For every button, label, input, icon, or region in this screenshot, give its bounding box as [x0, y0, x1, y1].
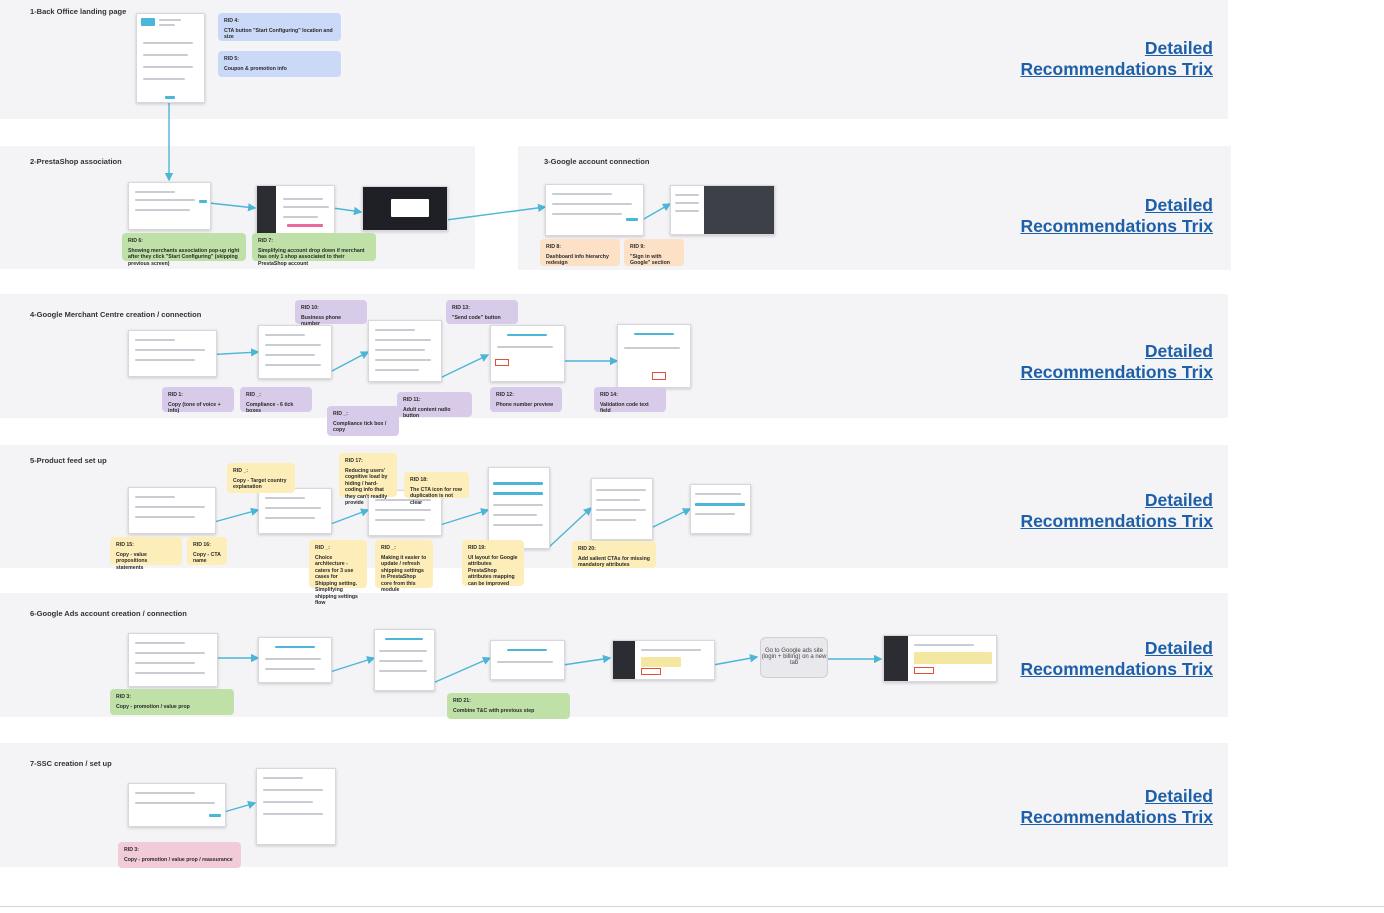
screenshot-feed-step5 [591, 478, 653, 540]
note-rid8: RID 8:Dashboard info hierarchy redesign [540, 239, 620, 266]
screenshot-ads-step6 [883, 635, 997, 682]
note-making-easier: RID _:Making it easier to update / refre… [375, 540, 433, 593]
note-rid14: RID 14:Validation code text field [594, 387, 666, 414]
screenshot-ads-step2 [258, 637, 332, 683]
note-rid11: RID 11:Adult content radio button [397, 392, 472, 419]
note-rid18: RID 18:The CTA icon for row duplication … [404, 472, 469, 506]
section-title-4: 4-Google Merchant Centre creation / conn… [30, 310, 202, 319]
note-rid3-ads: RID 3:Copy - promotion / value prop [110, 689, 234, 715]
section-title-6: 6-Google Ads account creation / connecti… [30, 609, 187, 618]
screenshot-gmc-step2 [258, 325, 332, 379]
screenshot-google-account-step2 [670, 185, 775, 235]
note-target-country: RID _:Copy - Target country explanation [227, 463, 295, 493]
screenshot-ssc-step2 [256, 768, 336, 845]
section-title-2: 2-PrestaShop association [30, 157, 122, 166]
note-choice-architecture: RID _:Choice architecture - caters for 3… [309, 540, 367, 606]
note-rid19: RID 19:UI layout for Google attributes P… [462, 540, 524, 587]
screenshot-back-office-landing [136, 13, 205, 103]
section-title-1: 1-Back Office landing page [30, 7, 127, 16]
note-rid10: RID 10:Business phone number [295, 300, 367, 327]
screenshot-association-step1 [128, 182, 211, 230]
screenshot-google-account-step1 [545, 184, 644, 236]
screenshot-feed-step3 [368, 490, 442, 536]
section-title-3: 3-Google account connection [544, 157, 650, 166]
note-compliance-tick-box: RID _:Compliance tick box / copy [327, 406, 399, 436]
note-rid16: RID 16:Copy - CTA name [187, 537, 227, 565]
screenshot-gmc-step4 [490, 325, 565, 382]
note-rid20: RID 20:Add salient CTAs for missing mand… [572, 541, 656, 568]
section-title-7: 7-SSC creation / set up [30, 759, 112, 768]
note-rid17: RID 17:Reducing users' cognitive load by… [339, 453, 397, 506]
screenshot-feed-step6 [690, 484, 751, 534]
screenshot-ads-step5 [612, 640, 715, 680]
note-rid1: RID 1:Copy (tone of voice + info) [162, 387, 234, 414]
screenshot-feed-step2 [258, 488, 332, 534]
note-rid9: RID 9:"Sign in with Google" section [624, 239, 684, 266]
screenshot-feed-step1 [128, 487, 216, 534]
note-rid12: RID 12:Phone number preview [490, 387, 562, 412]
go-to-google-ads-bubble: Go to Google ads site (login + billing) … [760, 637, 828, 678]
bottom-divider [0, 906, 1384, 907]
screenshot-gmc-step5 [617, 324, 691, 388]
screenshot-ads-step1 [128, 633, 218, 687]
screenshot-ads-step4 [490, 640, 565, 680]
section-title-5: 5-Product feed set up [30, 456, 107, 465]
screenshot-ssc-step1 [128, 783, 226, 827]
screenshot-gmc-step3 [368, 320, 442, 382]
screenshot-gmc-step1 [128, 330, 217, 377]
note-rid6: RID 6:Showing merchants association pop-… [122, 233, 246, 267]
note-rid3-ssc: RID 3:Copy - promotion / value prop / re… [118, 842, 241, 868]
screenshot-association-step2 [256, 185, 335, 234]
note-rid13: RID 13:"Send code" button [446, 300, 518, 324]
screenshot-ads-step3 [374, 629, 435, 691]
note-compliance-6-ticks: RID _:Compliance - 6 tick boxes [240, 387, 312, 414]
note-rid15: RID 15:Copy - value propositions stateme… [110, 537, 182, 571]
note-rid7: RID 7:Simplifying account drop down if m… [252, 233, 376, 267]
screenshot-association-step3 [362, 186, 448, 231]
note-rid5: RID 5:Coupon & promotion info [218, 51, 341, 77]
note-rid4: RID 4:CTA button "Start Configuring" loc… [218, 13, 341, 41]
note-rid21: RID 21:Combine T&C with previous step [447, 693, 570, 719]
screenshot-feed-step4 [488, 467, 550, 549]
